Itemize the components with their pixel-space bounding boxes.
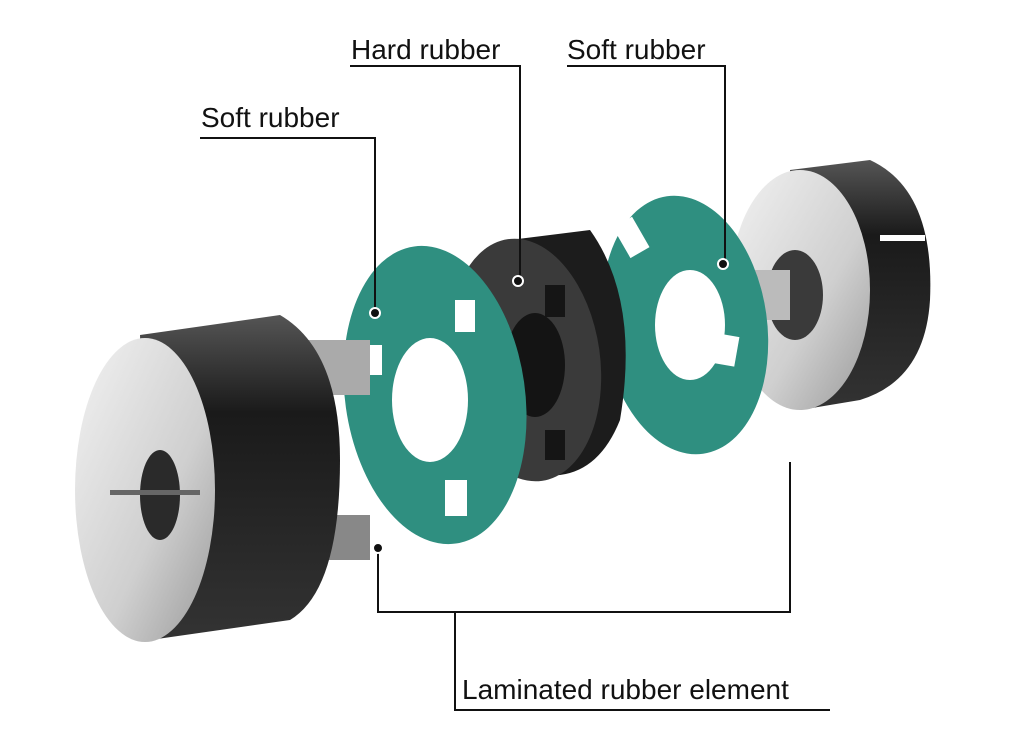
leader-lines (200, 65, 830, 711)
pointer-dot (372, 542, 384, 554)
left-hub (75, 315, 370, 642)
pointer-dot (369, 307, 381, 319)
label-soft-rubber-left: Soft rubber (201, 102, 340, 133)
soft-rubber-disc-left (343, 245, 527, 545)
label-soft-rubber-right: Soft rubber (567, 34, 706, 65)
pointer-dot (717, 258, 729, 270)
label-hard-rubber: Hard rubber (351, 34, 501, 65)
label-laminated-rubber-element: Laminated rubber element (462, 674, 789, 705)
pointer-dot (512, 275, 524, 287)
